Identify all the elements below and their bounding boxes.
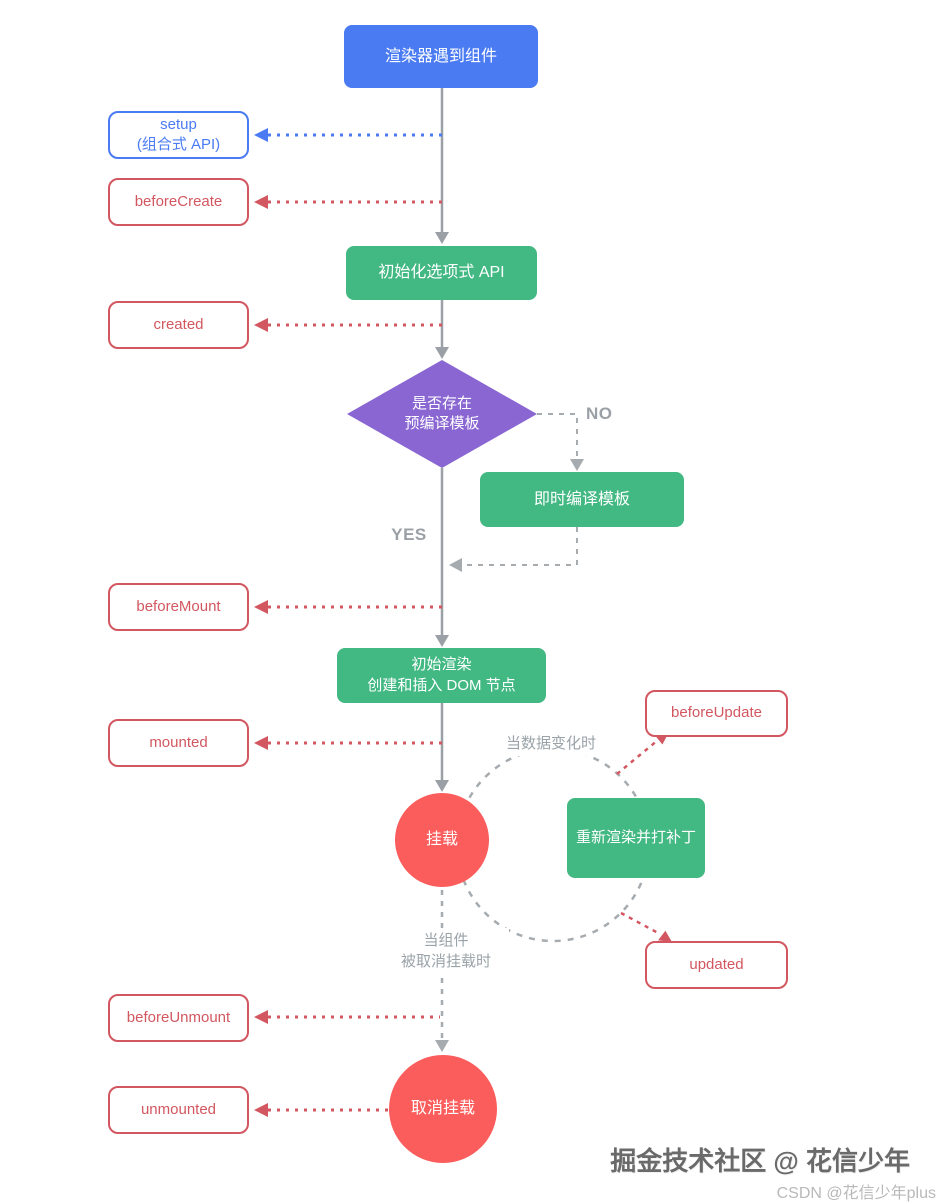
label-no: NO [586,404,613,423]
watermark-juejin: 掘金技术社区 @ 花信少年 [610,1146,910,1176]
node-mounted-state: 挂载 [395,793,489,887]
node-init-options-api: 初始化选项式 API [346,246,537,300]
node-beforeunmount-hook: beforeUnmount [108,994,249,1042]
node-created-hook: created [108,301,249,349]
no-branch-arrow [537,413,584,471]
hook-connectors [254,195,442,1117]
node-setup-hook: setup (组合式 API) [108,111,249,159]
node-rerender-and-patch: 重新渲染并打补丁 [567,798,705,878]
unmount-flow-arrow [435,890,449,1052]
watermark-csdn: CSDN @花信少年plus [776,1185,936,1202]
label-yes: YES [391,525,427,544]
label-when-component-unmounted: 当组件 被取消挂载时 [383,928,509,974]
node-initial-render: 初始渲染 创建和插入 DOM 节点 [337,648,546,703]
node-unmounted-state: 取消挂载 [389,1055,497,1163]
node-unmounted-hook: unmounted [108,1086,249,1134]
node-beforeupdate-hook: beforeUpdate [645,690,788,737]
node-beforecreate-hook: beforeCreate [108,178,249,226]
compile-return-arrow [449,527,578,572]
node-compile-template: 即时编译模板 [480,472,684,527]
node-beforemount-hook: beforeMount [108,583,249,631]
node-renderer-encounters-component: 渲染器遇到组件 [344,25,538,88]
node-updated-hook: updated [645,941,788,989]
node-mounted-hook: mounted [108,719,249,767]
setup-connector [254,128,442,142]
label-when-data-changes: 当数据变化时 [502,731,601,756]
